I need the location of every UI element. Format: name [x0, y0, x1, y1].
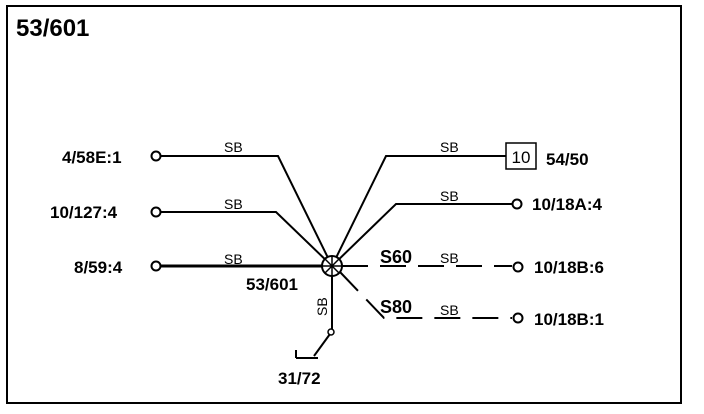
wire-color-label: SB [224, 251, 243, 267]
wire-color-label: SB [440, 302, 459, 318]
splice-reference: S60 [380, 247, 412, 267]
diagram-border [6, 5, 682, 404]
terminal-label: 10/127:4 [50, 203, 118, 222]
wire-color-label: SB [440, 188, 459, 204]
wire-right-3: 10/18B:6 SB S60 [342, 247, 604, 277]
wire-color-label: SB [224, 139, 243, 155]
wire-left-1: 4/58E:1 SB [62, 139, 333, 267]
terminal-circle [512, 261, 524, 273]
terminal-circle [150, 260, 162, 272]
wire-left-2: 10/127:4 SB [50, 196, 333, 267]
wire-color-label: SB [224, 196, 243, 212]
ground-label: 31/72 [278, 369, 321, 388]
terminal-label: 10/18A:4 [532, 195, 602, 214]
connector-pin-box [505, 142, 537, 170]
terminal-label: 54/50 [546, 150, 589, 169]
terminal-circle [150, 150, 162, 162]
wire-color-label: SB [314, 297, 330, 316]
terminal-label: 10/18B:1 [534, 310, 604, 329]
terminal-label: 8/59:4 [74, 258, 123, 277]
wire-right-4: 10/18B:1 SB S80 [339, 271, 604, 329]
wire-left-3: 8/59:4 SB [74, 251, 322, 277]
wire-color-label: SB [440, 250, 459, 266]
terminal-circle [512, 312, 524, 324]
diagram-title: 53/601 [16, 15, 89, 42]
terminal-circle [150, 206, 162, 218]
terminal-label: 4/58E:1 [62, 148, 122, 167]
splice-reference: S80 [380, 297, 412, 317]
splice-point [321, 255, 343, 277]
splice-label: 53/601 [246, 275, 298, 294]
wire-right-2: 10/18A:4 SB [331, 188, 602, 267]
terminal-circle [511, 198, 523, 210]
ground-wire: SB 31/72 [278, 266, 335, 388]
ground-junction [327, 328, 335, 336]
connector-pin-number: 10 [512, 148, 531, 167]
terminal-label: 10/18B:6 [534, 258, 604, 277]
wire-right-1: 10 54/50 SB [331, 139, 589, 267]
wire-color-label: SB [440, 139, 459, 155]
